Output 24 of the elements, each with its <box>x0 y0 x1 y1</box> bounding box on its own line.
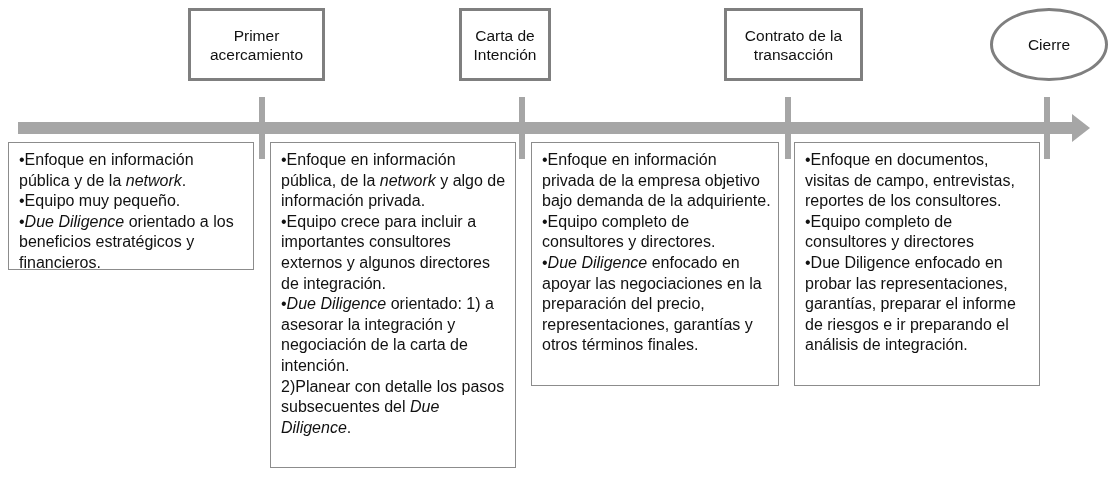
milestone-label: Cierre <box>1027 35 1071 54</box>
bullet-text: •Due Diligence enfocado en probar las representaciones, garantías, preparar el informe de riesgos e ir preparando el análisis de integración. <box>805 252 1017 356</box>
bullet-text: 2)Planear con detalle los pasos subsecuentes del Due Diligence. <box>281 376 506 438</box>
bullet-text: •Enfoque en información pública, de la network y algo de información privada. <box>281 150 507 212</box>
text-box <box>794 142 1040 386</box>
bullet-text: •Equipo crece para incluir a importantes consultores externos y algunos directores de integración. <box>281 211 491 294</box>
bullet-text: •Due Diligence orientado: 1) a asesorar la integración y negociación de la carta de intención. <box>281 294 495 376</box>
bullet-text: •Due Diligence enfocado en apoyar las negociaciones en la preparación del precio, representaciones, garantías y otros términos finales. <box>542 252 763 356</box>
milestone-label: Carta de Intención <box>472 25 538 64</box>
milestone-label: Contrato de la transacción <box>743 25 844 64</box>
milestone-box <box>459 8 551 81</box>
bullet-text: •Enfoque en documentos, visitas de campo, entrevistas, reportes de los consultores. <box>805 150 1016 212</box>
bullet-text: •Enfoque en información privada de la empresa objetivo bajo demanda de la adquiriente. <box>542 150 772 212</box>
milestone-box <box>724 8 863 81</box>
milestone-box <box>188 8 325 81</box>
milestone-label: Primer acercamiento <box>208 25 304 64</box>
bullet-text: •Enfoque en información pública y de la network. <box>19 150 195 191</box>
bullet-text: •Equipo completo de consultores y directores. <box>542 211 717 253</box>
bullet-text: •Due Diligence orientado a los beneficios estratégicos y financieros. <box>19 211 235 273</box>
bullet-text: •Equipo muy pequeño. <box>19 191 182 212</box>
text-box <box>8 142 254 270</box>
bullet-text: •Equipo completo de consultores y directores <box>805 211 975 253</box>
text-box <box>270 142 516 468</box>
text-box <box>531 142 779 386</box>
